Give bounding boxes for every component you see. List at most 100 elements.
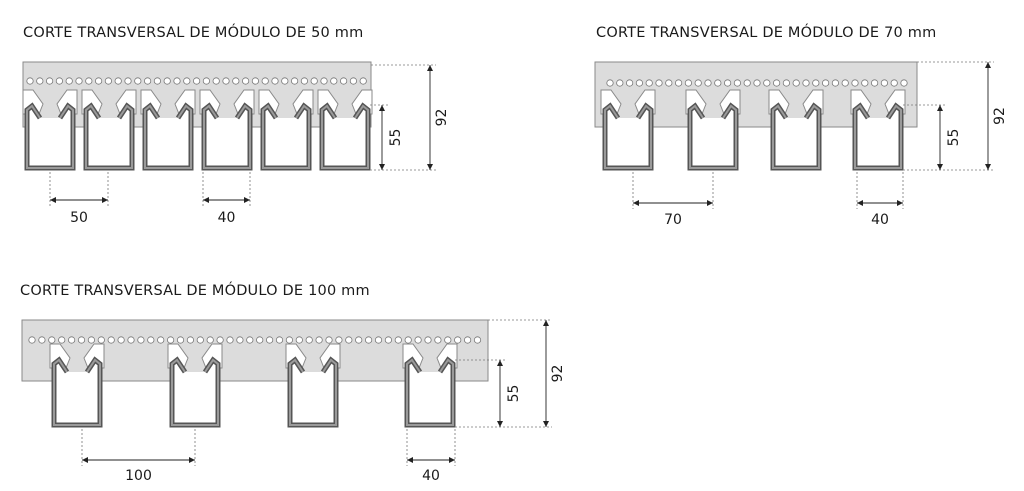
u-profile-inner	[262, 104, 310, 169]
hole	[256, 336, 264, 344]
hole	[606, 79, 614, 87]
hole	[704, 79, 712, 87]
arrowhead	[707, 200, 713, 206]
hole	[330, 77, 338, 85]
diagram-title: CORTE TRANSVERSAL DE MÓDULO DE 100 mm	[20, 281, 370, 299]
hole	[374, 336, 383, 344]
hole	[694, 79, 702, 87]
hole	[831, 79, 840, 87]
total-height-label: 92	[992, 107, 1008, 125]
arrowhead	[543, 320, 549, 326]
hole	[473, 336, 482, 344]
profile-width-label: 40	[422, 468, 440, 484]
hole	[68, 336, 76, 344]
arrowhead	[857, 200, 863, 206]
hole	[792, 79, 800, 87]
hole	[434, 336, 442, 344]
module-width-label: 70	[664, 212, 682, 228]
hole	[26, 77, 34, 85]
profile-fill	[322, 106, 368, 168]
hole	[236, 336, 244, 344]
hole	[206, 336, 214, 344]
hole	[153, 77, 161, 85]
hole	[841, 79, 849, 87]
hole	[394, 336, 402, 344]
hole	[95, 77, 103, 85]
hole	[310, 77, 318, 85]
hole	[454, 336, 462, 344]
hole	[674, 79, 683, 87]
hole	[48, 336, 56, 344]
arrowhead	[543, 421, 549, 427]
arrowhead	[937, 105, 943, 111]
u-profile-inner	[321, 104, 369, 169]
hole	[117, 336, 125, 344]
hole	[163, 77, 171, 85]
profile-fill	[290, 360, 336, 425]
profile-width-label: 40	[218, 210, 236, 226]
arrowhead	[102, 197, 108, 203]
hole	[424, 336, 432, 344]
hole	[285, 336, 293, 344]
hole	[861, 79, 869, 87]
hole	[733, 79, 742, 87]
hole	[55, 77, 64, 85]
hole	[325, 336, 333, 344]
profile-fill	[204, 106, 250, 168]
u-profile-inner	[772, 104, 820, 169]
diagram-title: CORTE TRANSVERSAL DE MÓDULO DE 70 mm	[596, 23, 936, 41]
hole	[305, 336, 313, 344]
profile-height-label: 55	[388, 129, 404, 147]
hole	[193, 77, 201, 85]
hole	[880, 79, 889, 87]
hole	[75, 77, 83, 85]
u-profile-inner	[144, 104, 192, 169]
hole	[212, 77, 220, 85]
profile-height-label: 55	[946, 129, 962, 147]
hole	[85, 77, 93, 85]
hole	[655, 79, 663, 87]
hole	[355, 336, 363, 344]
hole	[77, 336, 86, 344]
hole	[271, 77, 279, 85]
hole	[65, 77, 73, 85]
hole	[246, 336, 254, 344]
hole	[97, 336, 105, 344]
module-width-label: 50	[70, 210, 88, 226]
profile-fill	[690, 106, 736, 168]
hole	[28, 336, 36, 344]
hole	[900, 79, 908, 87]
hole	[124, 77, 132, 85]
hole	[714, 79, 722, 87]
hole	[404, 336, 412, 344]
hole	[763, 79, 771, 87]
arrowhead	[407, 457, 413, 463]
hole	[320, 77, 328, 85]
hole	[851, 79, 859, 87]
hole	[196, 336, 204, 344]
arrowhead	[379, 105, 385, 111]
diagram-title: CORTE TRANSVERSAL DE MÓDULO DE 50 mm	[23, 23, 363, 41]
hole	[723, 79, 732, 87]
hole	[202, 77, 210, 85]
hole	[812, 79, 820, 87]
hole	[87, 336, 96, 344]
hole	[157, 336, 165, 344]
diagram-module-50: CORTE TRANSVERSAL DE MÓDULO DE 50 mm 925…	[22, 23, 450, 226]
arrowhead	[497, 421, 503, 427]
hole	[444, 336, 452, 344]
hole	[463, 336, 472, 344]
profile-fill	[145, 106, 191, 168]
hole	[232, 77, 240, 85]
hole	[339, 77, 348, 85]
hole	[216, 336, 224, 344]
hole	[275, 336, 284, 344]
u-profile-inner	[171, 358, 219, 426]
profile-fill	[605, 106, 651, 168]
module-width-label: 100	[125, 468, 152, 484]
hole	[616, 79, 624, 87]
arrowhead	[937, 164, 943, 170]
total-height-label: 92	[550, 365, 566, 383]
hole	[772, 79, 781, 87]
